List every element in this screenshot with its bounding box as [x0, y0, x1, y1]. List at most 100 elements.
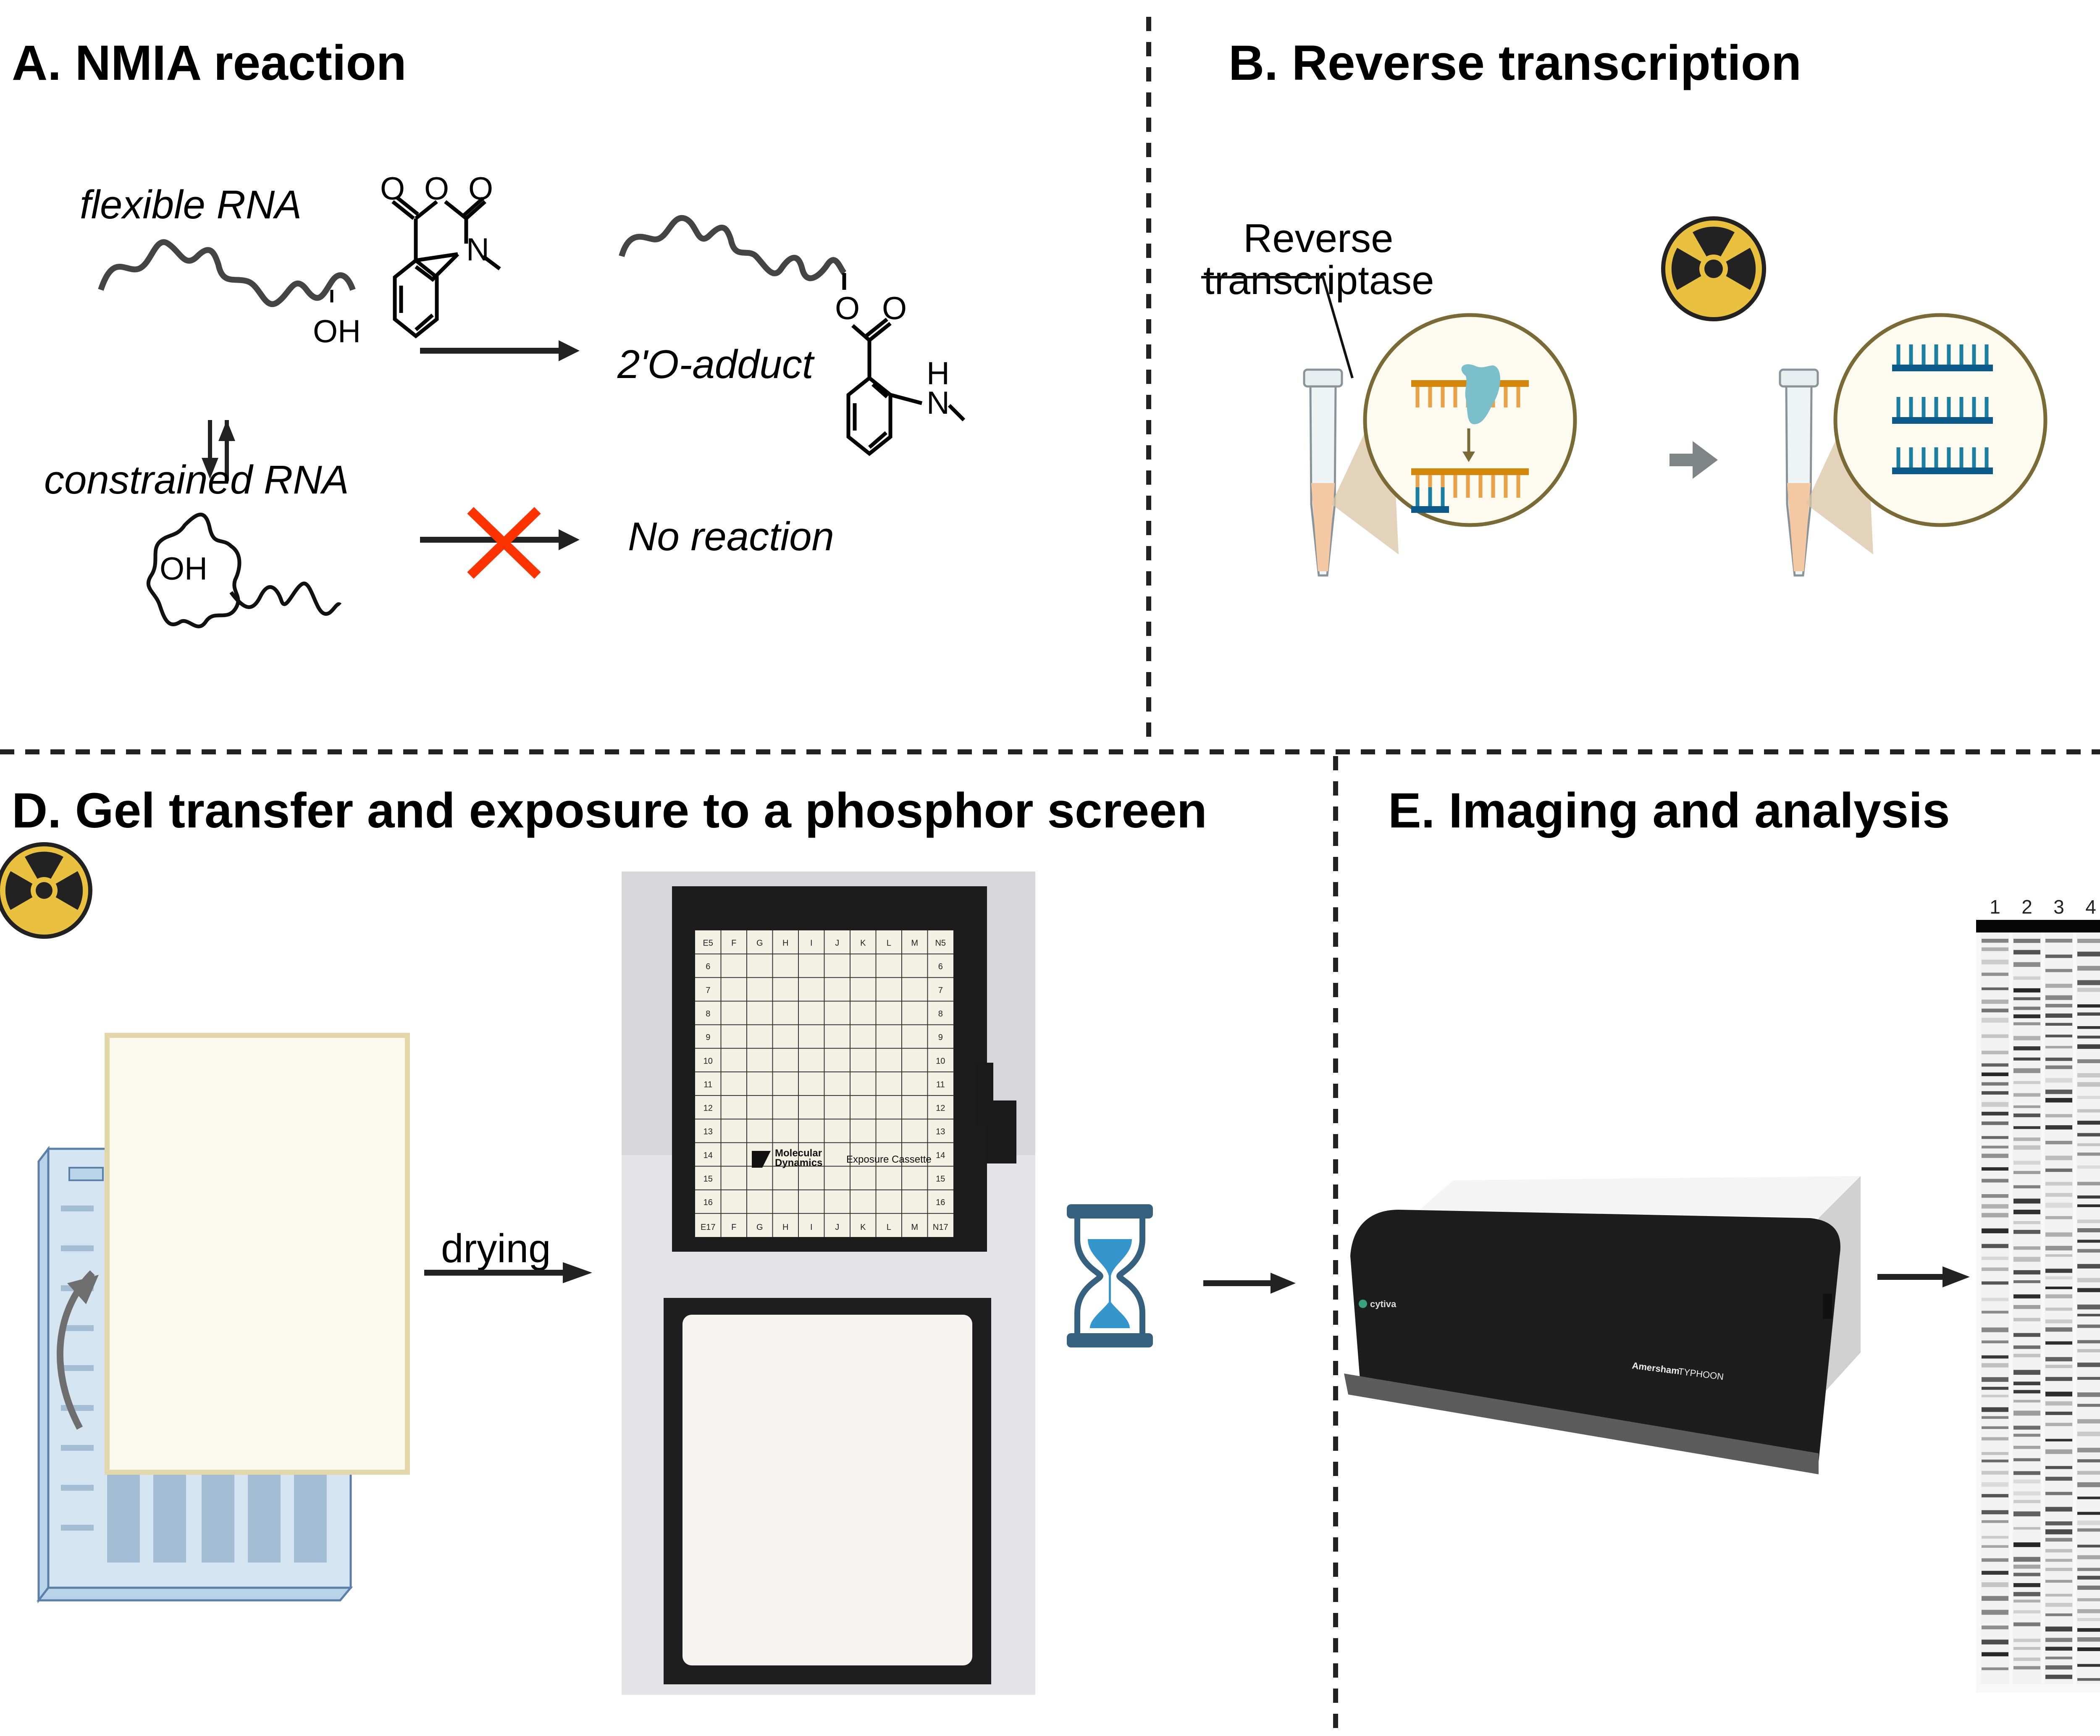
gel-band: [2013, 1511, 2040, 1517]
gel-band: [2077, 1362, 2100, 1367]
gel-band: [2013, 1390, 2040, 1394]
gel-band: [2077, 1555, 2100, 1560]
reverse-transcriptase-icon: [1461, 364, 1500, 424]
gel-band: [2045, 1065, 2072, 1069]
cassette-col-label: M: [911, 1223, 918, 1232]
gel-band: [2077, 1664, 2100, 1667]
gel-band: [2013, 1426, 2040, 1430]
gel-band: [2045, 1392, 2072, 1397]
gel-band: [1982, 1494, 2008, 1497]
gel-band: [2045, 1602, 2072, 1607]
gel-band: [2013, 1622, 2040, 1626]
gel-band: [1982, 1667, 2008, 1670]
gel-band: [2077, 1044, 2100, 1049]
gel-band: [2045, 1357, 2072, 1362]
gel-band: [1982, 1179, 2008, 1183]
cassette-col-label: E17: [701, 1223, 716, 1232]
panel-d-title: D. Gel transfer and exposure to a phosph…: [12, 783, 1207, 838]
step-arrowhead-icon: [1270, 1273, 1296, 1294]
gel-band: [1982, 1063, 2008, 1067]
gel-band: [2013, 988, 2040, 993]
gel-band: [2013, 1305, 2040, 1309]
gel-band: [2045, 1168, 2072, 1172]
gel-band: [2013, 1198, 2040, 1204]
cassette-row-label: 7: [938, 986, 943, 995]
cassette-col-label: N5: [935, 939, 946, 948]
cassette-row-label: 15: [936, 1174, 945, 1184]
gel-band: [1982, 1482, 2008, 1487]
cassette-row-label: 9: [938, 1033, 943, 1042]
cassette-col-label: G: [756, 1223, 763, 1232]
gel-band: [2077, 1165, 2100, 1169]
gel-band: [2077, 1392, 2100, 1397]
gel-band: [2013, 1270, 2040, 1275]
gel-band: [2077, 1288, 2100, 1292]
gel-band: [1982, 1471, 2008, 1475]
gel-band: [2045, 1341, 2072, 1345]
cassette-row-label: 15: [704, 1174, 713, 1184]
blocked-arrowhead-icon: [559, 529, 580, 550]
gel-band: [2077, 987, 2100, 992]
gel-band: [2077, 1109, 2100, 1113]
gel-band: [1982, 1121, 2008, 1125]
gel-band: [2045, 1276, 2072, 1279]
gel-band: [2013, 1257, 2040, 1262]
atom-h: H: [927, 356, 950, 391]
gel-band: [1982, 1652, 2008, 1657]
cassette-row-label: 8: [938, 1009, 943, 1019]
gel-band: [1982, 1136, 2008, 1139]
gel-band: [2045, 1559, 2072, 1562]
gel-band: [2045, 1308, 2072, 1311]
atom-o: O: [835, 291, 860, 326]
gel-band: [2045, 1245, 2072, 1251]
gel-band: [1982, 1018, 2008, 1023]
gel-band: [2013, 1230, 2040, 1234]
gel-band: [2077, 939, 2100, 943]
panel-b-title: B. Reverse transcription: [1228, 35, 1801, 91]
gel-band: [1982, 1034, 2008, 1038]
cassette-col-label: K: [860, 1223, 866, 1232]
gel-band: [2013, 1458, 2040, 1461]
gel-band: [2077, 1082, 2100, 1087]
gel-band: [1982, 1091, 2008, 1095]
constrained-rna-tail: [229, 581, 342, 616]
gel-band: [2045, 1232, 2072, 1237]
gel-band: [2077, 1512, 2100, 1515]
gel-band: [1982, 1327, 2008, 1332]
gel-band: [1982, 1256, 2008, 1260]
gel-band: [2013, 1318, 2040, 1321]
gel-band: [2013, 1381, 2040, 1385]
step-arrow-icon: [1670, 441, 1718, 479]
gel-band: [2077, 1609, 2100, 1613]
cassette-row-label: 16: [936, 1198, 945, 1207]
gel-band: [2077, 1143, 2100, 1146]
gel-band: [1982, 1111, 2008, 1116]
gel-band: [2045, 1365, 2072, 1368]
flexible-rna-strand: [98, 239, 356, 307]
gel-band: [2045, 1156, 2072, 1161]
gel-band: [1982, 1267, 2008, 1271]
panel-a: A. NMIA reaction flexible RNA OH constra…: [12, 35, 966, 628]
gel-band: [2013, 1068, 2040, 1073]
atom-n: N: [466, 232, 489, 268]
gel-band: [1982, 1520, 2008, 1523]
molecular-dynamics-logo-icon: [752, 1151, 771, 1168]
tube-icon: [1779, 368, 1819, 577]
gel-band: [1982, 1072, 2008, 1077]
gel-band: [1982, 987, 2008, 990]
gel-band: [2045, 1411, 2072, 1415]
gel-band: [2077, 1133, 2100, 1137]
gel-band: [1982, 1194, 2008, 1198]
cassette-row-label: 12: [704, 1104, 713, 1113]
constrained-rna-loop: [146, 512, 242, 628]
gel-band: [2077, 951, 2100, 957]
gel-band: [2077, 1497, 2100, 1500]
gel-band: [2013, 1280, 2040, 1283]
gel-band: [2013, 939, 2040, 943]
gel-band: [1982, 1009, 2008, 1013]
cassette-col-label: H: [782, 1223, 788, 1232]
gel-band: [1982, 1102, 2008, 1107]
gel-band: [2077, 980, 2100, 985]
